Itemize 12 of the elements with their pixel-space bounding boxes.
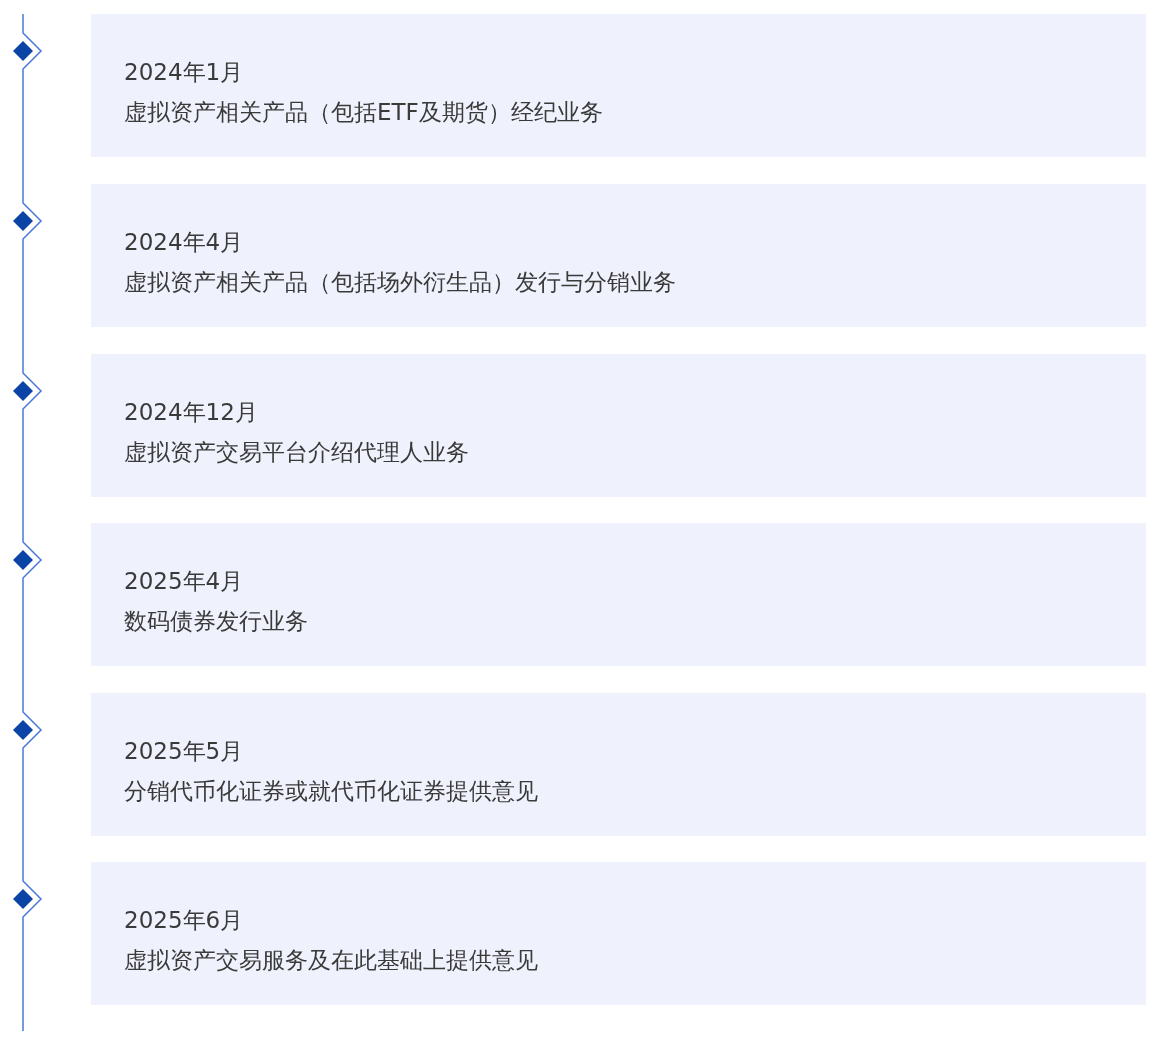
description-text: 虚拟资产相关产品（包括ETF及期货）经纪业务 bbox=[124, 98, 603, 127]
date-text: 2025年4月 bbox=[124, 567, 244, 596]
description-text: 虚拟资产相关产品（包括场外衍生品）发行与分销业务 bbox=[124, 268, 676, 297]
date-text: 2025年5月 bbox=[124, 737, 244, 766]
date-text: 2025年6月 bbox=[124, 906, 244, 935]
date-text: 2024年12月 bbox=[124, 398, 258, 427]
date-text: 2024年1月 bbox=[124, 58, 244, 87]
description-text: 虚拟资产交易平台介绍代理人业务 bbox=[124, 438, 469, 467]
description-text: 虚拟资产交易服务及在此基础上提供意见 bbox=[124, 946, 538, 975]
description-text: 数码债券发行业务 bbox=[124, 607, 308, 636]
date-text: 2024年4月 bbox=[124, 228, 244, 257]
description-text: 分销代币化证券或就代币化证券提供意见 bbox=[124, 777, 538, 806]
